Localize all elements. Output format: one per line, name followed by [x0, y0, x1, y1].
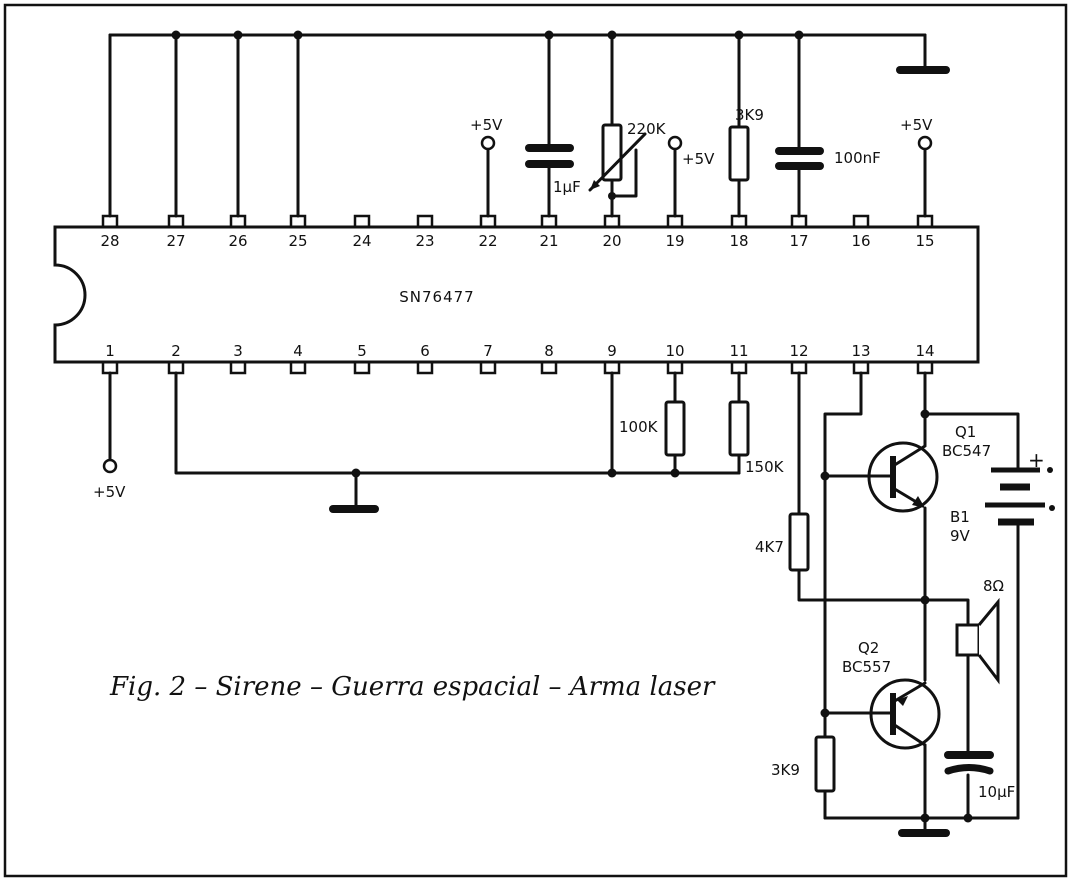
page-border — [3, 3, 1068, 878]
q1-type: BC547 — [942, 442, 991, 460]
pin-label: 13 — [851, 342, 870, 360]
res-100k-label: 100K — [619, 418, 659, 436]
transistor-q1: Q1 BC547 — [823, 423, 991, 682]
battery-b1: + B1 9V — [950, 448, 1055, 820]
cap-1uf-label: 1μF — [553, 178, 581, 196]
cap-10uf-label: 10μF — [978, 783, 1015, 801]
transistor-q2: Q2 BC557 — [823, 639, 941, 832]
pin-label: 8 — [544, 342, 554, 360]
pin1-supply: +5V — [93, 371, 126, 501]
ic-bottom-pin-numbers: 1 2 3 4 5 6 7 8 9 10 11 12 13 14 — [105, 342, 934, 360]
pin-label: 18 — [729, 232, 748, 250]
ic-top-pin-numbers: 28 27 26 25 24 23 22 21 20 19 18 17 16 1… — [100, 232, 934, 250]
battery-name: B1 — [950, 508, 970, 526]
battery-plus: + — [1028, 448, 1045, 472]
res-3k9-bottom-label: 3K9 — [771, 761, 800, 779]
pin-label: 26 — [228, 232, 247, 250]
supply-label: +5V — [470, 116, 503, 134]
q1-name: Q1 — [955, 423, 976, 441]
bottom-ground-network — [174, 371, 741, 513]
pot-220k: 220K — [588, 33, 667, 218]
bottom-ground-rail — [823, 813, 1020, 837]
pin-label: 20 — [602, 232, 621, 250]
res-3k9-top: 3K9 — [728, 33, 764, 218]
res-150k-label: 150K — [745, 458, 785, 476]
supply-rail — [920, 371, 1020, 472]
pin-label: 10 — [665, 342, 684, 360]
supply-label: +5V — [682, 150, 715, 168]
pin-label: 25 — [288, 232, 307, 250]
pot-220k-label: 220K — [627, 120, 667, 138]
pin-label: 16 — [851, 232, 870, 250]
pin-label: 22 — [478, 232, 497, 250]
cap-10uf: 10μF — [944, 751, 1015, 820]
cap-100nf: 100nF — [775, 33, 881, 218]
pin-label: 2 — [171, 342, 181, 360]
pin-label: 15 — [915, 232, 934, 250]
q2-type: BC557 — [842, 658, 891, 676]
cap-1uf: 1μF — [525, 33, 581, 218]
ic-bottom-pins — [101, 360, 934, 375]
pin-label: 3 — [233, 342, 243, 360]
speaker-label: 8Ω — [983, 577, 1004, 595]
battery-voltage: 9V — [950, 527, 971, 545]
supply-label: +5V — [93, 483, 126, 501]
pin-label: 28 — [100, 232, 119, 250]
pin-label: 9 — [607, 342, 617, 360]
speaker-8ohm: 8Ω — [955, 577, 1004, 754]
pin-wires-top-left — [108, 33, 300, 218]
pin22-supply: +5V — [470, 116, 503, 218]
figure-caption: Fig. 2 – Sirene – Guerra espacial – Arma… — [109, 672, 716, 702]
res-4k7: 4K7 — [755, 371, 970, 627]
pin-label: 17 — [789, 232, 808, 250]
pin-label: 24 — [352, 232, 371, 250]
ic-sn76477-body — [53, 225, 980, 364]
pin-label: 4 — [293, 342, 303, 360]
cap-100nf-label: 100nF — [834, 149, 881, 167]
pin-label: 6 — [420, 342, 430, 360]
res-100k: 100K — [619, 371, 686, 475]
pin-label: 5 — [357, 342, 367, 360]
pin-label: 1 — [105, 342, 115, 360]
res-150k: 150K — [728, 371, 785, 476]
pin-label: 12 — [789, 342, 808, 360]
supply-label: +5V — [900, 116, 933, 134]
pin-label: 14 — [915, 342, 934, 360]
res-3k9-top-label: 3K9 — [735, 106, 764, 124]
res-4k7-label: 4K7 — [755, 538, 784, 556]
pin-label: 27 — [166, 232, 185, 250]
ic-name: SN76477 — [399, 288, 474, 306]
emitter-junction — [920, 595, 930, 605]
pin-label: 21 — [539, 232, 558, 250]
q2-name: Q2 — [858, 639, 879, 657]
ic-top-pins — [101, 214, 934, 229]
pin15-supply: +5V — [900, 116, 933, 218]
pin-label: 11 — [729, 342, 748, 360]
pin19-supply: +5V — [667, 135, 715, 218]
pin-label: 23 — [415, 232, 434, 250]
pin-label: 7 — [483, 342, 493, 360]
res-3k9-bottom: 3K9 — [771, 735, 836, 793]
pin-label: 19 — [665, 232, 684, 250]
